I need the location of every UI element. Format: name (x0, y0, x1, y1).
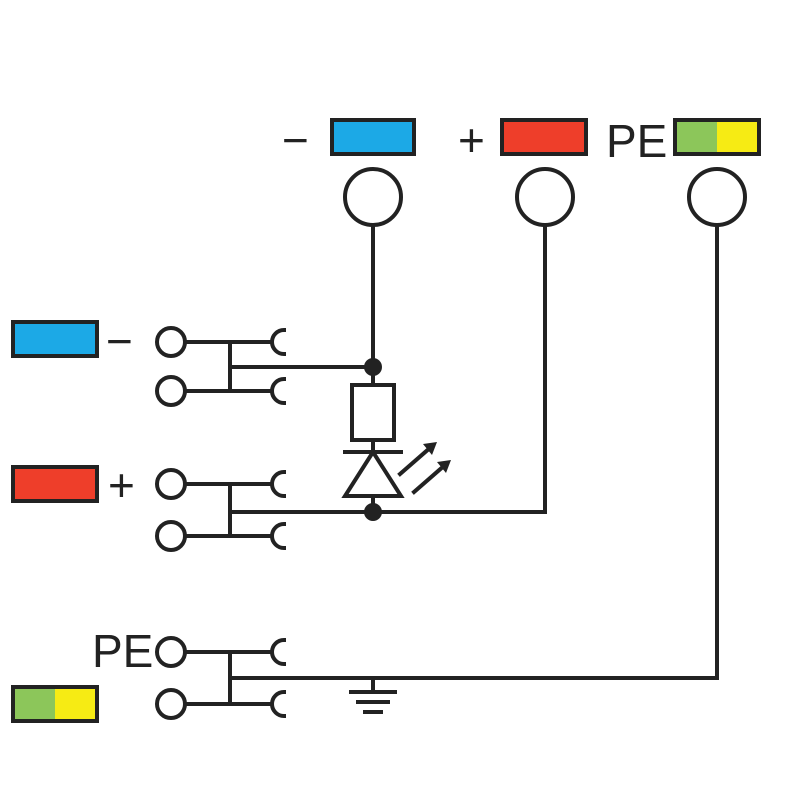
clamp-minus-ring-lower (155, 375, 187, 407)
side-pe-color-yellow (55, 687, 97, 721)
top-plus-label: + (458, 114, 485, 166)
ground-icon (349, 676, 397, 714)
top-minus-color-marker (330, 118, 416, 156)
clamp-group-plus (155, 468, 287, 552)
top-pe-label: PE (606, 115, 667, 167)
clamp-plus-hook-upper (270, 469, 287, 499)
side-pe-color-green (13, 687, 55, 721)
clamp-pe-ring-upper (155, 636, 187, 668)
clamp-plus-ring-upper (155, 468, 187, 500)
clamp-pe-hook-lower (270, 689, 287, 719)
top-minus-terminal-ring (343, 167, 403, 227)
led-icon (341, 442, 451, 498)
top-plus-color-marker (500, 118, 588, 156)
clamp-minus-ring-upper (155, 326, 187, 358)
side-pe-color-marker (11, 685, 99, 723)
led-emission-arrow-1 (397, 444, 434, 477)
side-terminal-plus-marker: + (11, 459, 135, 511)
top-pe-color-green (675, 120, 717, 154)
side-minus-label: − (106, 315, 133, 367)
side-terminal-minus-marker: − (11, 315, 133, 367)
resistor-icon (350, 383, 396, 442)
led-emission-arrowhead-1 (423, 442, 437, 455)
top-pe-terminal-ring (687, 167, 747, 227)
side-minus-color-marker (11, 320, 99, 358)
led-diode-triangle (341, 448, 405, 498)
top-terminal-pe: PE (606, 115, 761, 227)
clamp-minus-hook-lower (270, 376, 287, 406)
top-minus-label: − (282, 114, 309, 166)
clamp-group-pe (155, 636, 287, 720)
side-terminal-pe-marker: PE (11, 625, 153, 723)
clamp-plus-hook-lower (270, 521, 287, 551)
wire-plus (228, 223, 547, 514)
top-terminal-minus: − (282, 114, 416, 227)
top-pe-color-marker (673, 118, 761, 156)
junction-dot-plus (364, 503, 382, 521)
clamp-pe-hook-upper (270, 637, 287, 667)
junction-dot-minus (364, 358, 382, 376)
top-plus-terminal-ring (515, 167, 575, 227)
clamp-plus-ring-lower (155, 520, 187, 552)
side-pe-label: PE (92, 625, 153, 677)
top-terminal-plus: + (458, 114, 588, 227)
led-emission-arrow-2 (411, 462, 448, 495)
top-pe-color-yellow (717, 120, 759, 154)
clamp-minus-hook-upper (270, 327, 287, 357)
wire-pe (228, 223, 719, 680)
side-plus-color-marker (11, 465, 99, 503)
led-emission-arrowhead-2 (437, 460, 451, 473)
clamp-pe-ring-lower (155, 688, 187, 720)
side-plus-label: + (108, 459, 135, 511)
